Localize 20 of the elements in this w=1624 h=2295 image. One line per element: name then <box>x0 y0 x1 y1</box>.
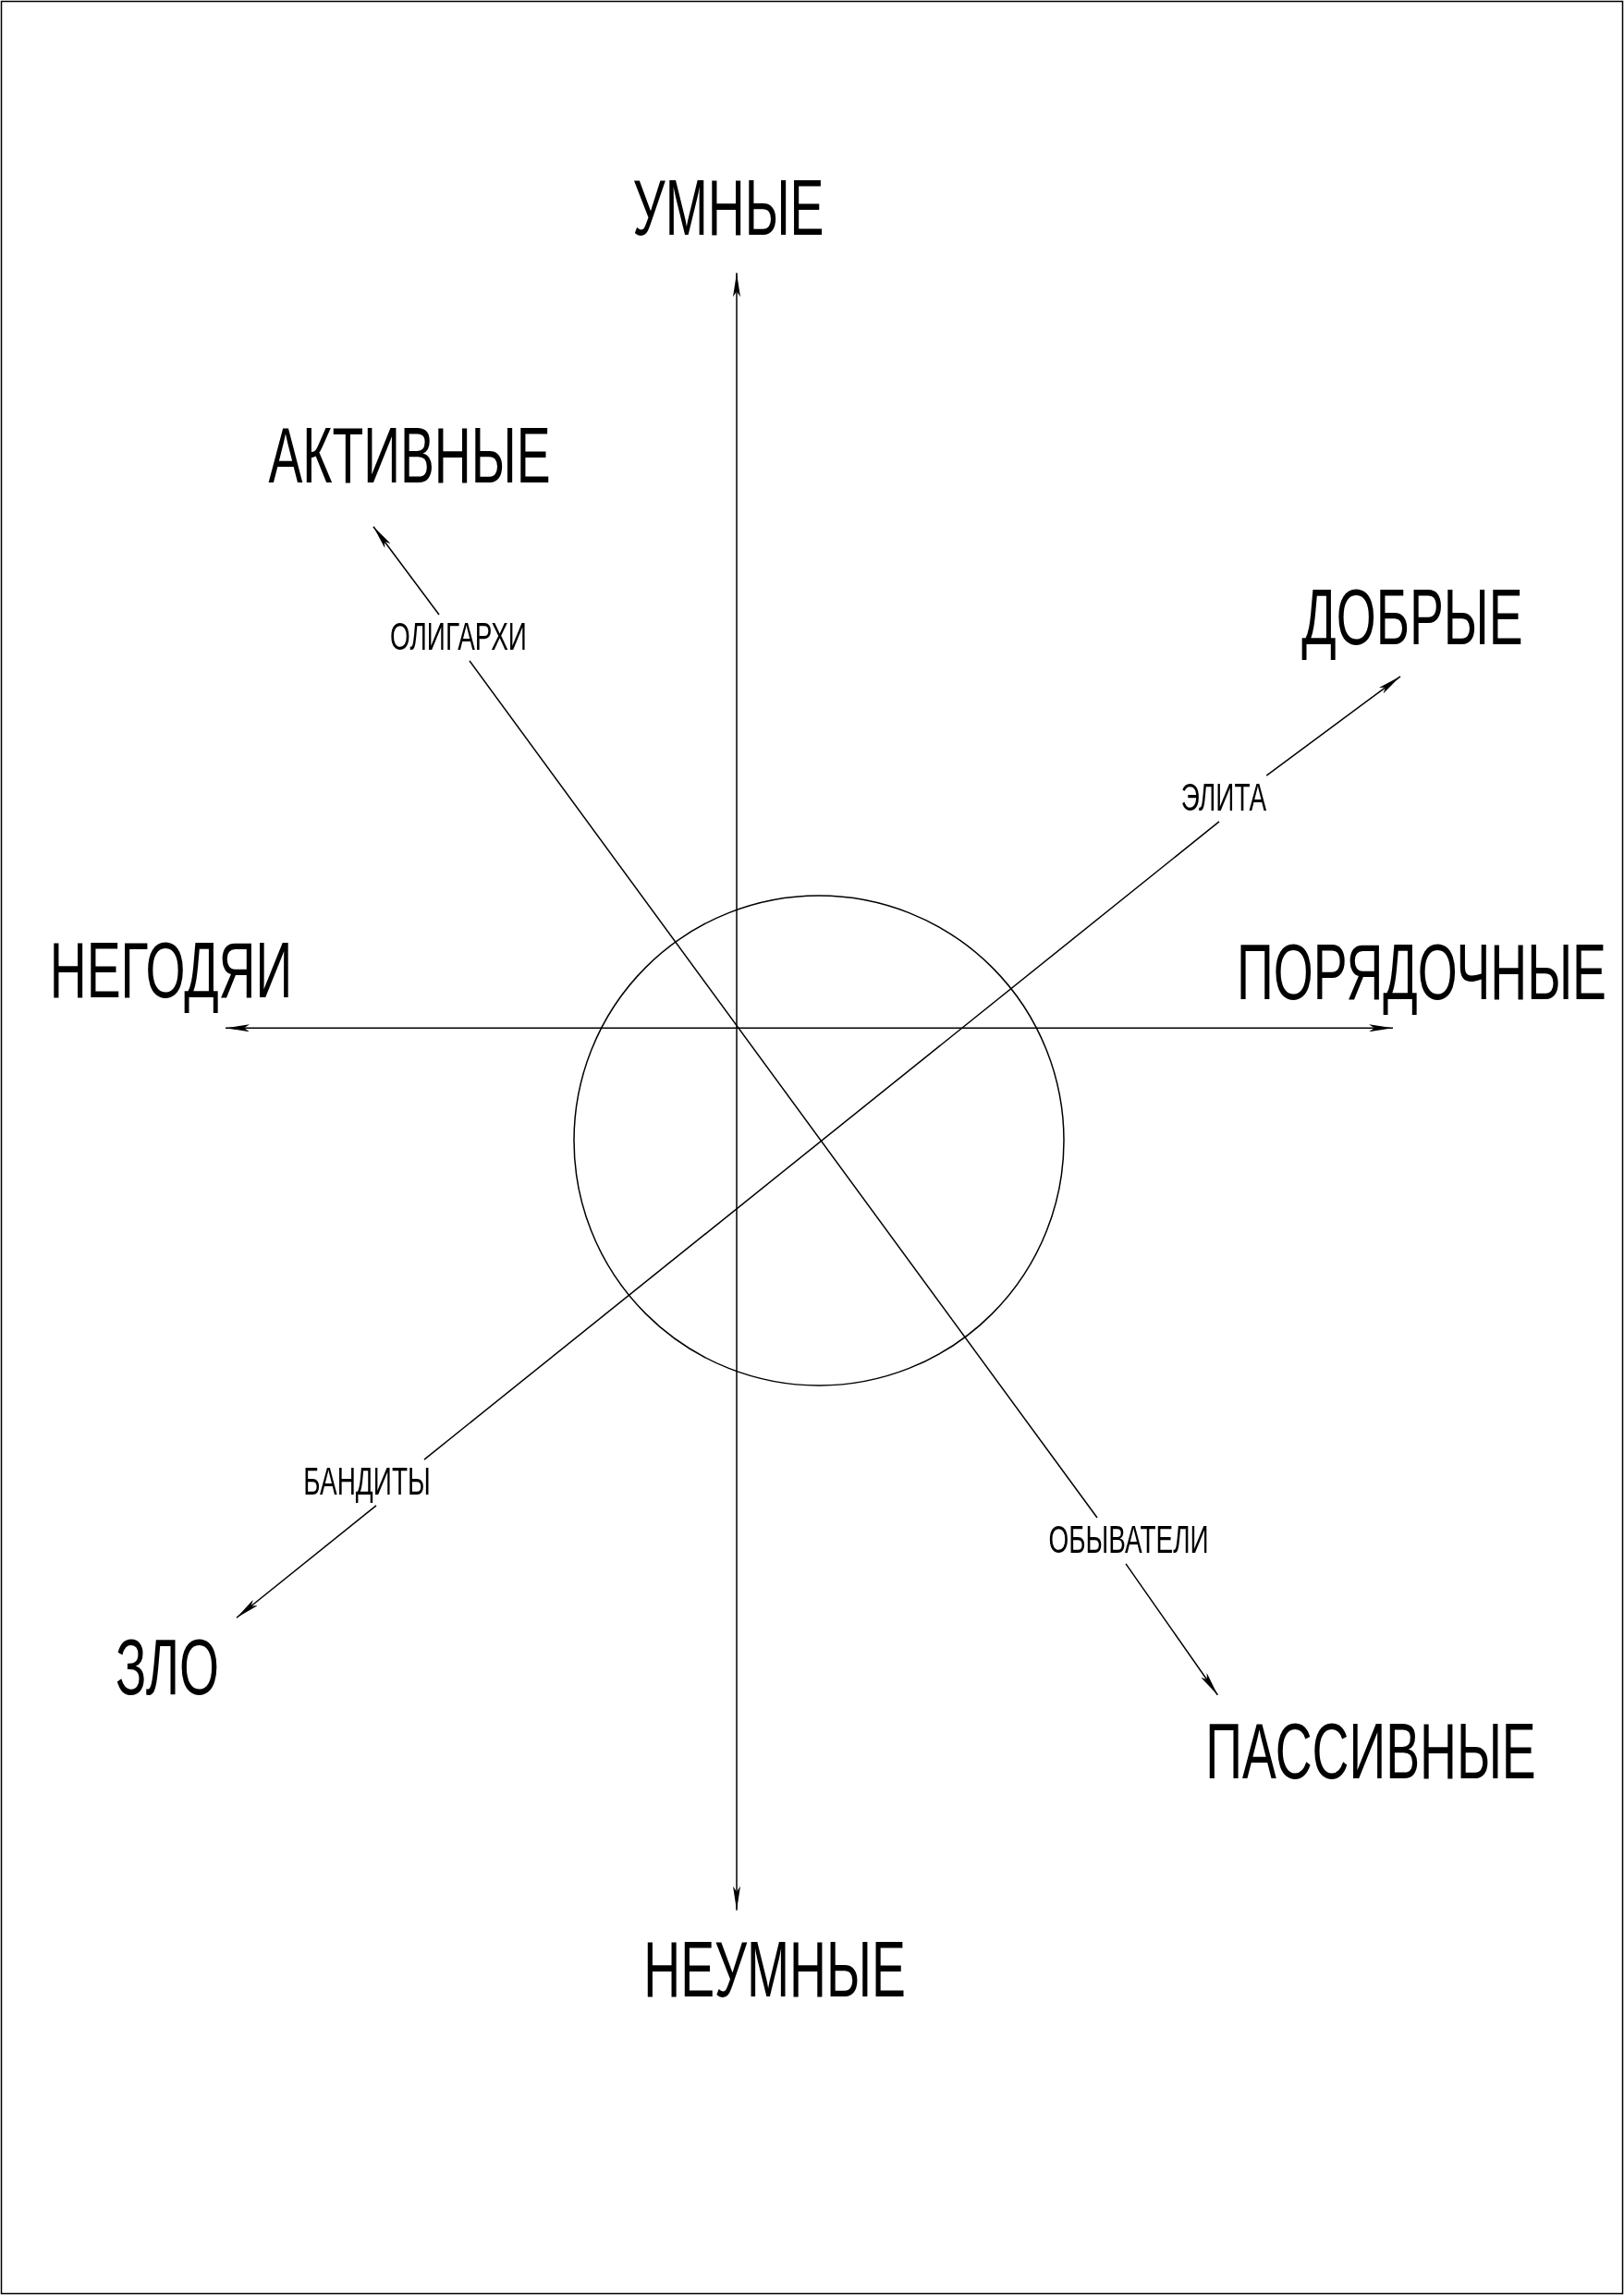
connector-line <box>469 660 1098 1519</box>
axis-end-label: НЕГОДЯИ <box>49 927 293 1019</box>
line-label: ОБЫВАТЕЛИ <box>1048 1518 1209 1564</box>
arrow <box>372 526 440 616</box>
axis-end-label: УМНЫЕ <box>632 165 824 257</box>
line-label: ЭЛИТА <box>1180 775 1267 822</box>
double-headed-arrow <box>733 272 740 1911</box>
axis-end-label: ПОРЯДОЧНЫЕ <box>1237 929 1606 1021</box>
line-label: ОЛИГАРХИ <box>390 615 527 661</box>
axis-end-label: ПАССИВНЫЕ <box>1205 1708 1536 1801</box>
arrow <box>1125 1563 1219 1696</box>
axis-end-label: ДОБРЫЕ <box>1301 574 1523 666</box>
axis-end-label: АКТИВНЫЕ <box>268 412 551 505</box>
arrow <box>236 1505 377 1618</box>
axis-end-label: ЗЛО <box>116 1624 219 1716</box>
connector-line <box>423 821 1220 1460</box>
axis-end-label: НЕУМНЫЕ <box>643 1926 906 2019</box>
arrow <box>1265 676 1401 776</box>
double-headed-arrow <box>225 1024 1394 1032</box>
line-label: БАНДИТЫ <box>303 1459 431 1506</box>
